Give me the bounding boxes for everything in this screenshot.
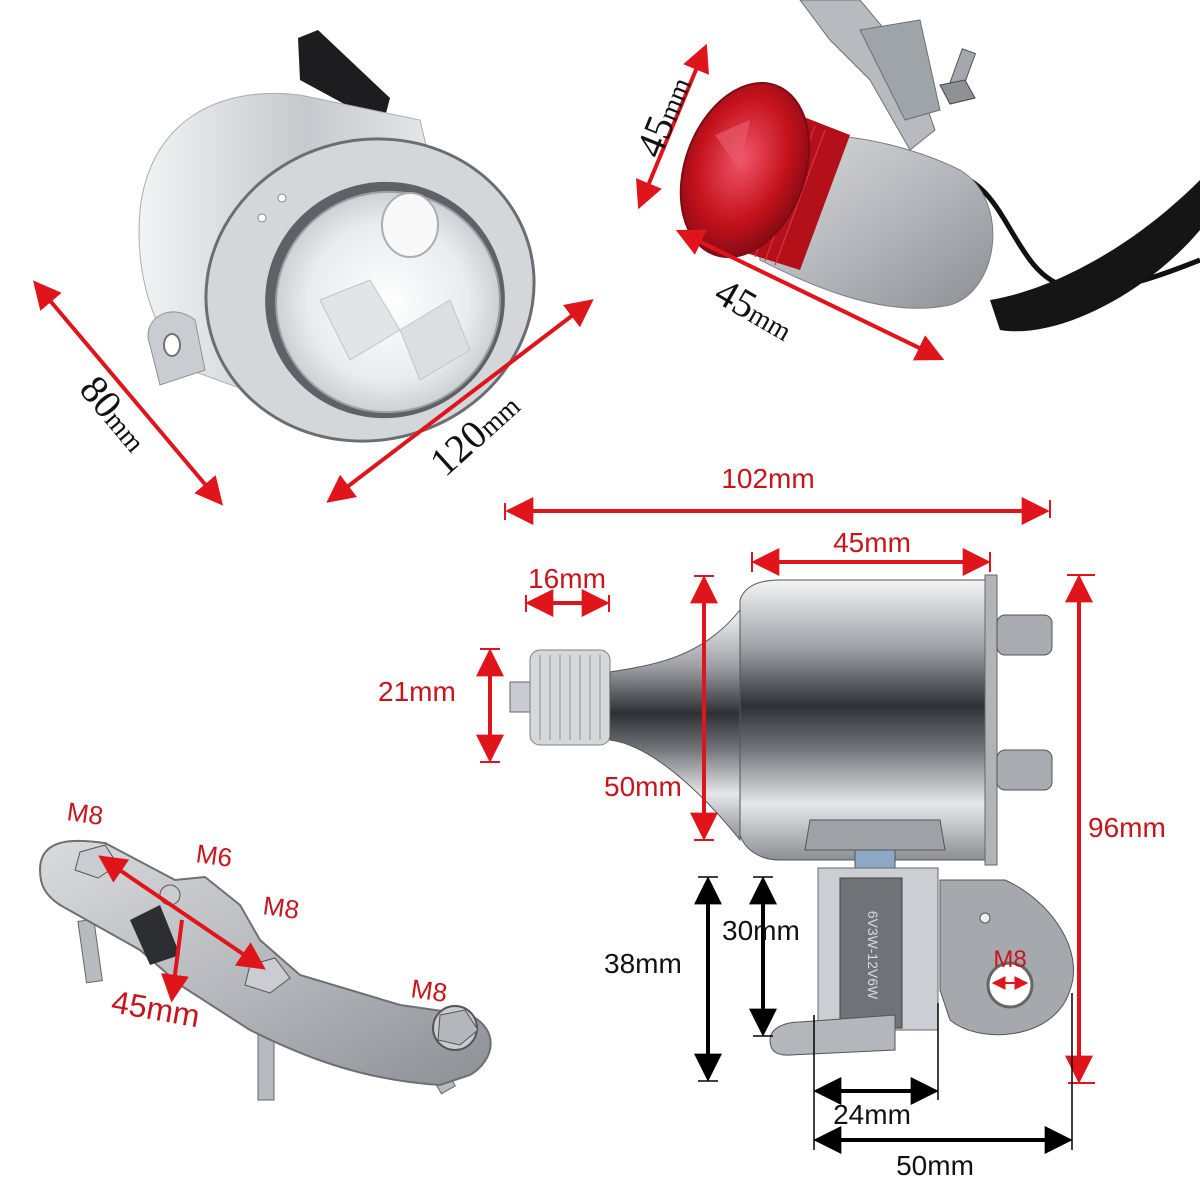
label-21mm: 21mm [378,676,456,707]
label-m8-hole-4: M8 [409,973,449,1008]
dynamo-group: 6V3W-12V6W 102mm 45mm 16mm 21mm [378,463,1166,1181]
dynamo-image: 6V3W-12V6W [509,574,1075,1056]
label-m8-hole: M8 [993,946,1026,973]
bracket-image [38,839,492,1101]
label-24mm: 24mm [833,1099,911,1130]
dimension-line-120mm [326,299,594,503]
dimension-line-45mm-bracket [98,855,266,970]
dimension-line-45mm-height [635,43,710,210]
label-50mm-bracket: 50mm [896,1150,974,1181]
label-m8-hole-3: M8 [261,890,301,925]
label-45mm-body: 45mm [833,527,911,558]
dimension-line-45mm-length [675,229,945,361]
dynamo-stamp-text: 6V3W-12V6W [865,911,881,1000]
label-m6-hole-2: M6 [194,838,234,873]
leader-line-45mm [161,919,189,1003]
taillight-dimension-length: 45mm [708,269,803,350]
headlight-group: 80mm 120mm [32,30,594,506]
bracket-group: 45mm M8 M6 M8 M8 [38,796,492,1101]
label-m8-hole-1: M8 [65,796,105,831]
label-96mm: 96mm [1088,812,1166,843]
label-102mm: 102mm [721,463,814,494]
dimension-line-80mm [32,280,224,506]
taillight-group: 45mm 45mm [627,0,1200,361]
label-30mm: 30mm [722,915,800,946]
label-16mm: 16mm [528,563,606,594]
label-38mm: 38mm [604,948,682,979]
label-50mm-body: 50mm [604,771,682,802]
